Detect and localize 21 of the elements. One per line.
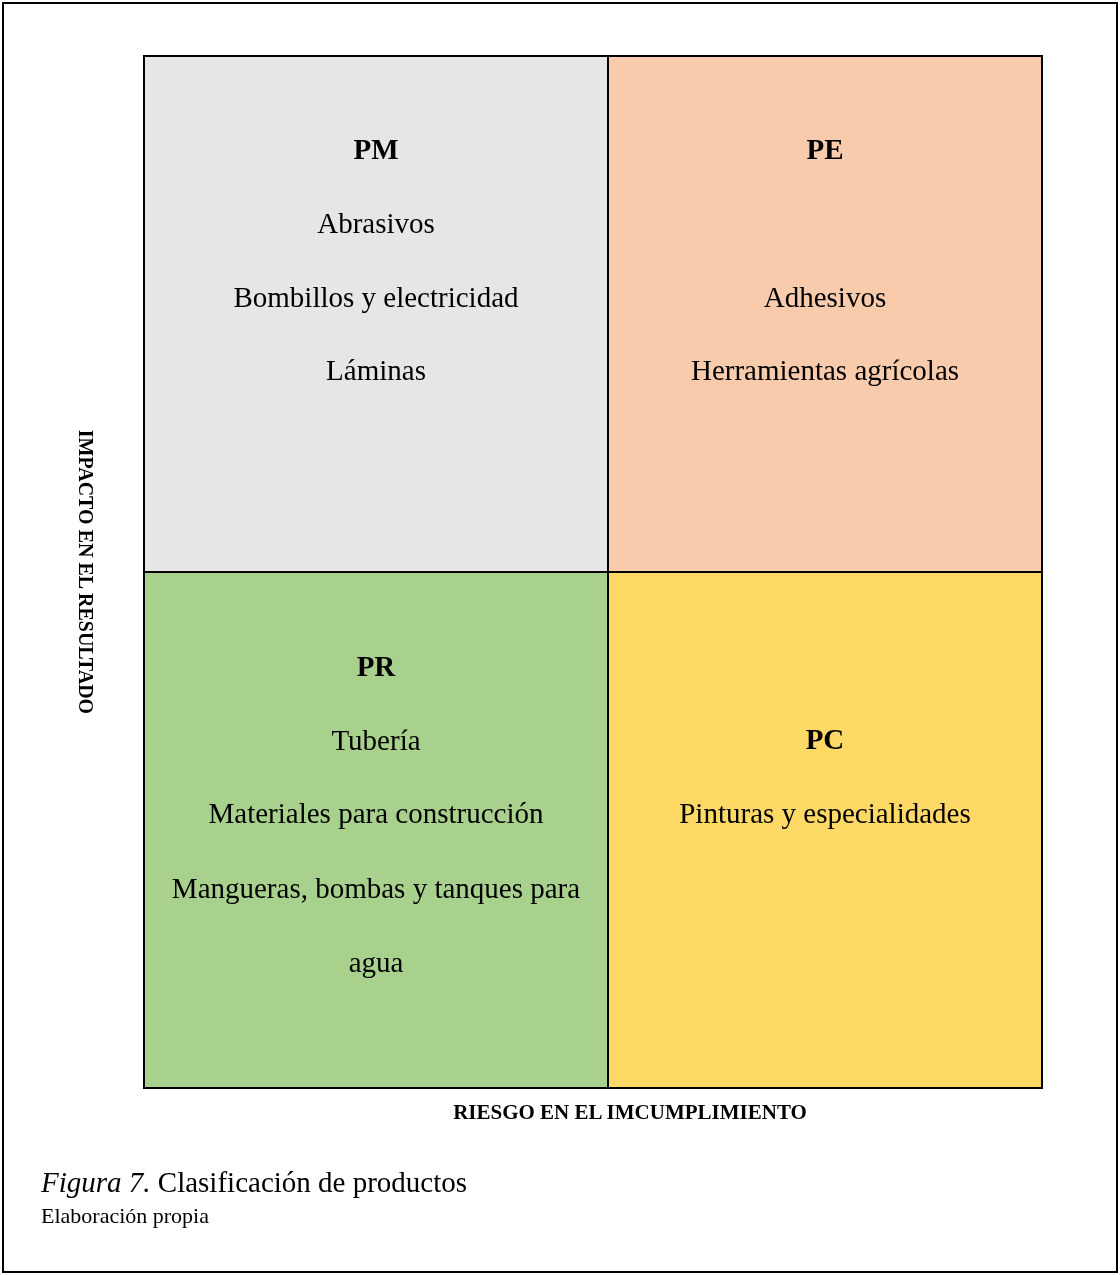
category-item: Mangueras, bombas y tanques para agua (171, 871, 581, 980)
figure-caption: Figura 7. Clasificación de productos (41, 1165, 468, 1200)
category-item: Tubería (331, 723, 421, 758)
category-item: Pinturas y especialidades (679, 796, 971, 831)
quadrant-heading: PE (806, 132, 844, 167)
quadrant-box (143, 571, 609, 1089)
quadrant-box (143, 55, 609, 573)
x-axis-label: RIESGO EN EL IMCUMPLIMIENTO (453, 1099, 807, 1127)
category-item: Láminas (326, 353, 426, 388)
quadrant-heading: PC (805, 722, 845, 757)
y-axis-label: IMPACTO EN EL RESULTADO (74, 429, 98, 715)
source-note: Elaboración propia (41, 1202, 209, 1230)
category-item: Herramientas agrícolas (690, 353, 960, 388)
category-item: Adhesivos (763, 280, 887, 315)
category-item: Materiales para construcción (208, 796, 544, 831)
quadrant-box (607, 571, 1043, 1089)
quadrant-box (607, 55, 1043, 573)
quadrant-heading: PM (353, 132, 399, 167)
category-item: Bombillos y electricidad (233, 280, 519, 315)
quadrant-heading: PR (356, 649, 396, 684)
category-item: Abrasivos (317, 206, 435, 241)
